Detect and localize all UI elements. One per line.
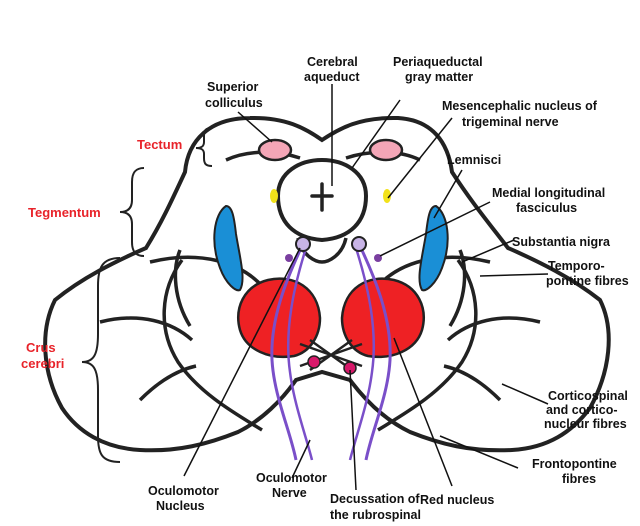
crus-boundary-left (162, 258, 263, 432)
label-lemnisci: Lemnisci (447, 153, 501, 167)
label-mlf-2: fasciculus (516, 201, 577, 215)
leader-oculomotor-nerve (291, 439, 311, 479)
oculomotor-nerve-right (358, 245, 392, 461)
leader-temporopontine (479, 273, 549, 277)
red-nucleus-right (340, 277, 425, 359)
oculomotor-nerve-left (270, 245, 304, 461)
leader-mesencephalic (387, 117, 453, 199)
label-cs-2: and cortico- (546, 403, 618, 417)
label-cs-3: nucleur fibres (544, 417, 627, 431)
crus-boundary-right (377, 258, 478, 432)
label-oc-nerve-1: Oculomotor (256, 471, 327, 485)
leader-substantia-nigra (461, 239, 515, 263)
label-pag-2: gray matter (405, 70, 473, 84)
label-oc-nucleus-1: Oculomotor (148, 484, 219, 498)
label-tp-1: Temporo- (548, 259, 605, 273)
cerebral-aqueduct (310, 182, 334, 212)
label-crus-1: Crus (26, 340, 56, 355)
label-mesen-1: Mesencephalic nucleus of (442, 99, 598, 113)
label-sup-col-1: Superior (207, 80, 259, 94)
leader-red-nucleus (393, 337, 453, 487)
substantia-nigra-right (448, 249, 467, 327)
oculomotor-nerve-left-2 (287, 247, 314, 461)
leader-superior-colliculus (237, 111, 273, 143)
lemnisci-left (213, 204, 244, 292)
rubrospinal-decussation (299, 338, 363, 372)
label-substantia-nigra: Substantia nigra (512, 235, 611, 249)
label-crus-2: cerebri (21, 356, 64, 371)
oculomotor-nucleus-left (295, 236, 311, 252)
label-pag-1: Periaqueductal (393, 55, 483, 69)
label-fp-2: fibres (562, 472, 596, 486)
label-oc-nucleus-2: Nucleus (156, 499, 205, 513)
superior-colliculus-left (257, 138, 293, 162)
crus-fibres-right (443, 316, 541, 402)
mesencephalic-nucleus-left (270, 189, 278, 203)
decussation-dot-left (307, 355, 321, 369)
superior-colliculus-right (368, 138, 404, 162)
oculomotor-nucleus-right (351, 236, 367, 252)
leader-frontopontine (439, 435, 519, 469)
label-fp-1: Frontopontine (532, 457, 617, 471)
tegmentum-brace (119, 167, 145, 257)
label-aqueduct-1: Cerebral (307, 55, 358, 69)
leader-mlf (379, 201, 491, 257)
label-mesen-2: trigeminal nerve (462, 115, 559, 129)
label-decus-2: the rubrospinal (330, 508, 421, 522)
leader-oculomotor-nucleus (183, 247, 301, 477)
label-decus-1: Decussation of (330, 492, 420, 506)
label-oc-nerve-2: Nerve (272, 486, 307, 500)
leader-lemnisci (433, 169, 463, 219)
leader-periaqueductal (351, 99, 401, 169)
label-mlf-1: Medial longitudinal (492, 186, 605, 200)
label-tegmentum: Tegmentum (28, 205, 101, 220)
crus-fibres-left (99, 316, 197, 402)
oculomotor-nerve-right-2 (348, 247, 375, 461)
label-cs-1: Corticospinal (548, 389, 628, 403)
label-tp-2: pontine fibres (546, 274, 629, 288)
label-tectum: Tectum (137, 137, 182, 152)
labels: Tectum Tegmentum Crus cerebri Superior c… (21, 55, 629, 522)
substantia-nigra-left (173, 249, 192, 327)
leader-decussation (349, 369, 357, 491)
crus-cerebri-brace (81, 257, 121, 463)
red-nucleus-left (237, 277, 322, 359)
label-aqueduct-2: aqueduct (304, 70, 360, 84)
label-red-nucleus: Red nucleus (420, 493, 494, 507)
label-sup-col-2: colliculus (205, 96, 263, 110)
leader-lines (183, 84, 549, 491)
leader-corticospinal (501, 383, 549, 405)
mlf-left (285, 254, 293, 262)
tectum-brace (195, 127, 213, 167)
mesencephalic-nucleus-right (383, 189, 391, 203)
